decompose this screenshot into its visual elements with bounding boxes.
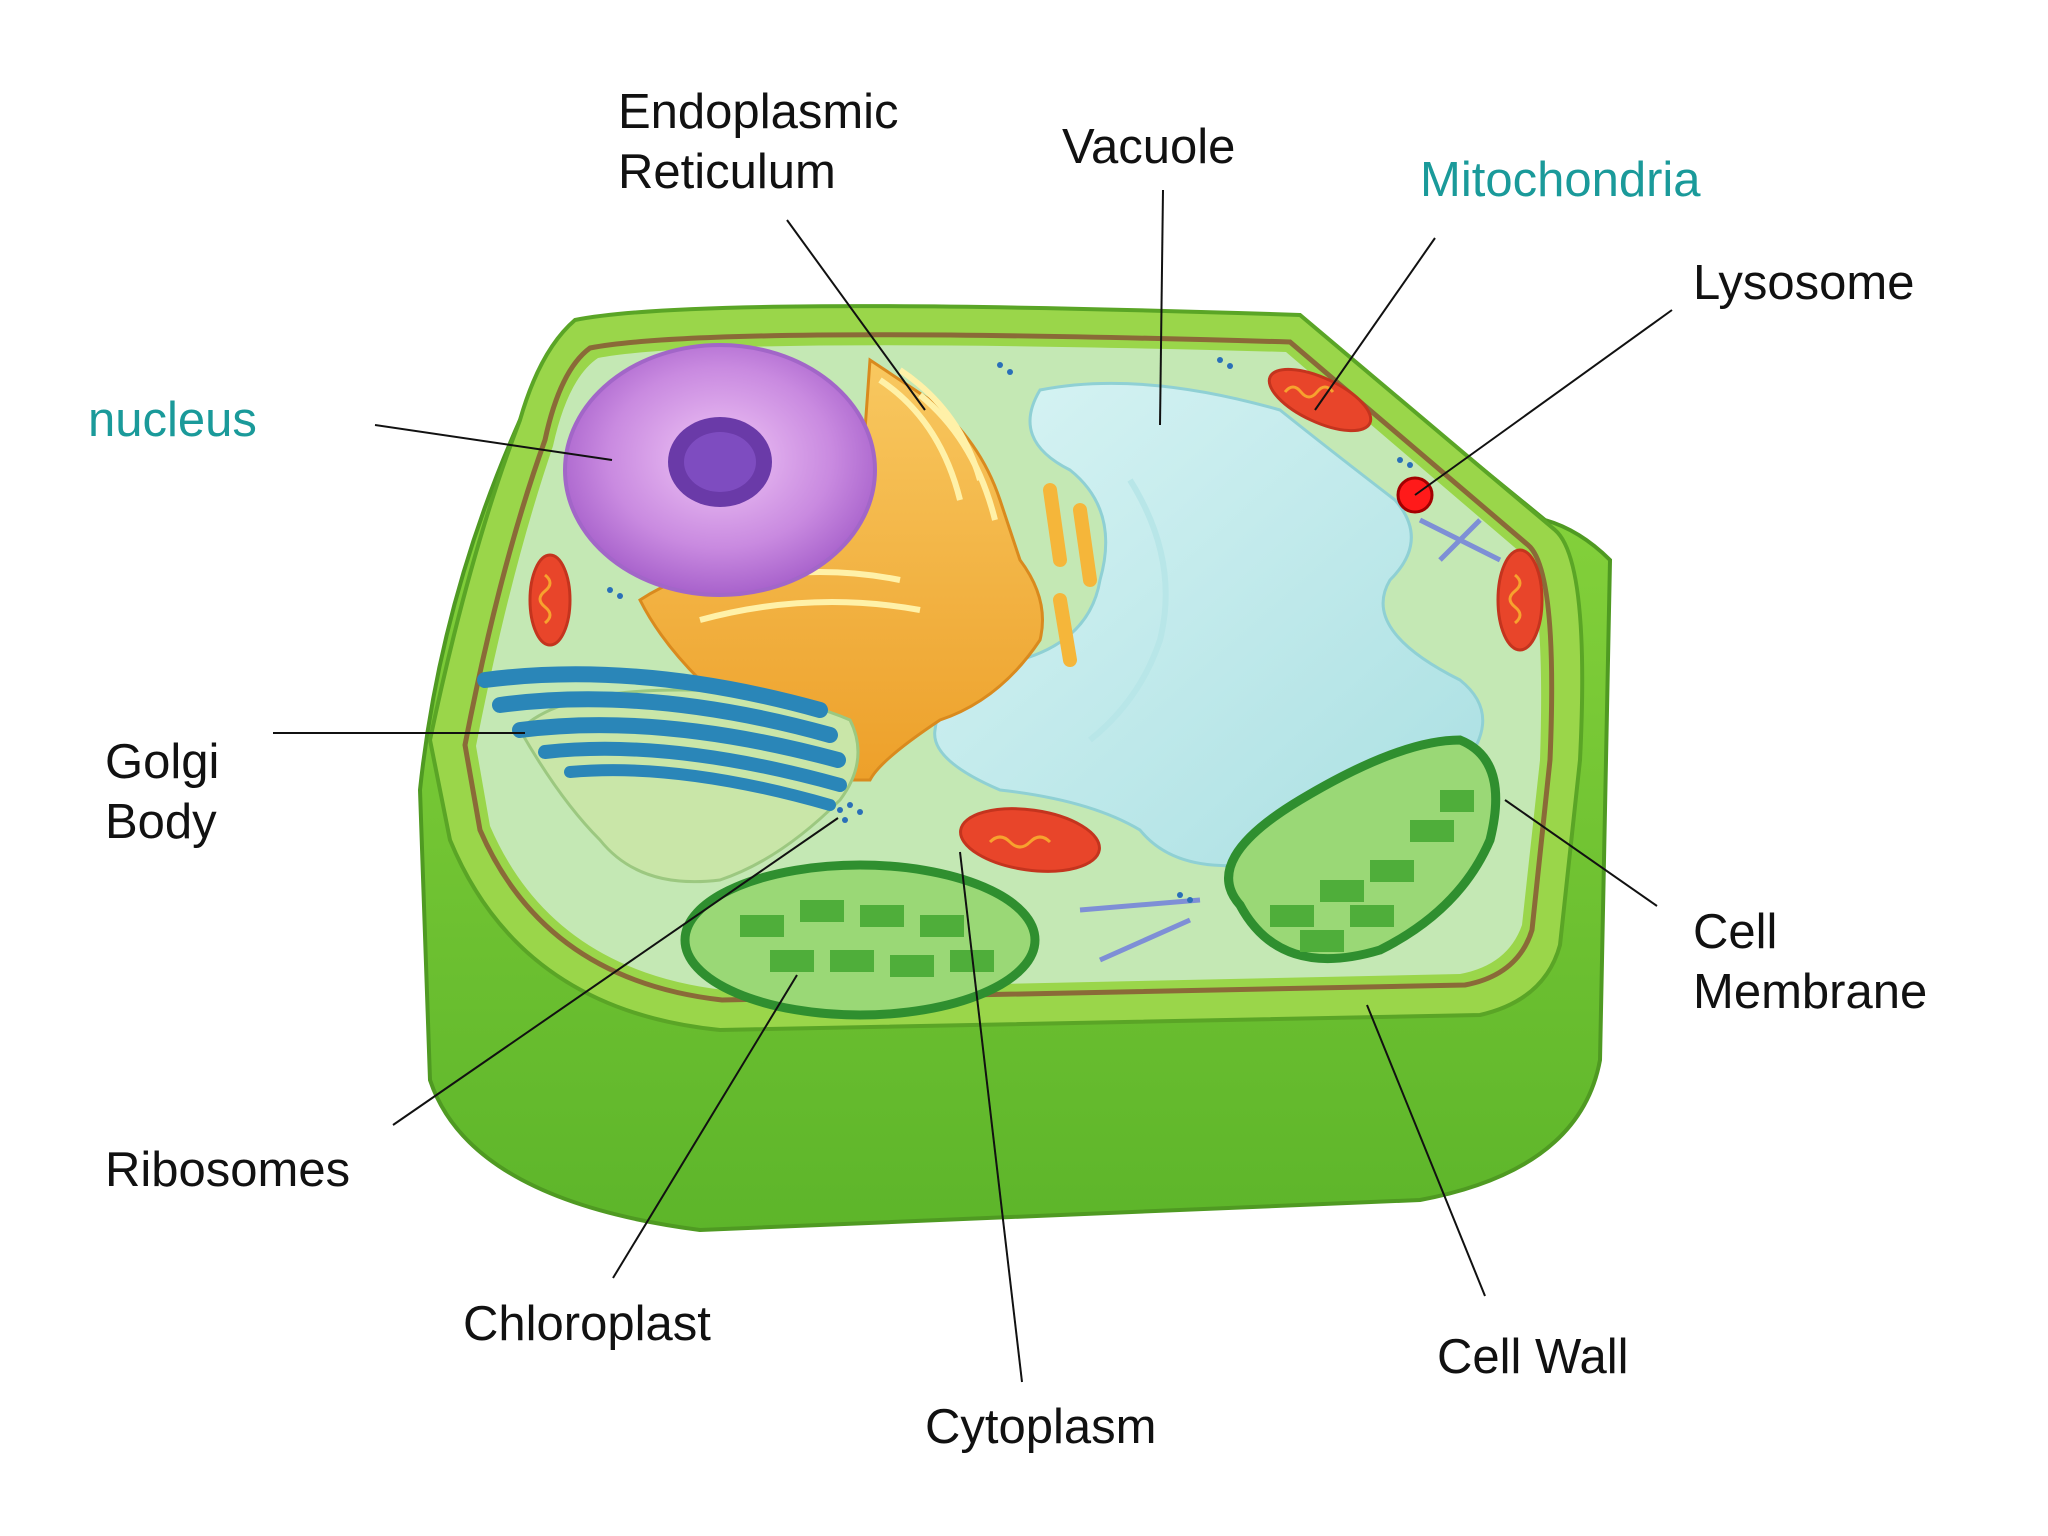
label-endoplasmic-reticulum-line1: Endoplasmic xyxy=(618,85,899,139)
label-endoplasmic-reticulum-line2: Reticulum xyxy=(618,145,836,199)
label-vacuole: Vacuole xyxy=(1062,120,1236,174)
leader-cytoplasm xyxy=(959,851,1023,1383)
label-endoplasmic-reticulum: Endoplasmic Reticulum xyxy=(618,82,899,202)
leader-ribosomes xyxy=(392,817,839,1126)
leader-cell-wall xyxy=(1366,1004,1486,1297)
label-cell-membrane: Cell Membrane xyxy=(1693,902,1927,1022)
leader-vacuole xyxy=(1159,189,1164,426)
leader-lines xyxy=(273,189,1673,1383)
label-ribosomes: Ribosomes xyxy=(105,1143,351,1197)
golgi-body-shape xyxy=(477,666,860,884)
label-cell-wall: Cell Wall xyxy=(1437,1330,1629,1384)
leader-lysosome xyxy=(1414,309,1673,496)
label-golgi-body-line1: Golgi xyxy=(105,735,220,789)
label-cell-membrane-line1: Cell xyxy=(1693,905,1778,959)
leader-cell-membrane xyxy=(1504,799,1658,907)
label-mitochondria: Mitochondria xyxy=(1420,153,1701,207)
leader-er xyxy=(786,219,926,411)
leader-chloroplast xyxy=(612,974,798,1279)
label-golgi-body: Golgi Body xyxy=(105,732,219,852)
label-chloroplast: Chloroplast xyxy=(463,1297,711,1351)
cell-membrane-outline xyxy=(462,332,1555,1003)
label-lysosome: Lysosome xyxy=(1693,256,1915,310)
label-cytoplasm: Cytoplasm xyxy=(925,1400,1157,1454)
label-nucleus: nucleus xyxy=(88,393,257,447)
label-golgi-body-line2: Body xyxy=(105,795,217,849)
leader-nucleus xyxy=(374,424,613,461)
label-cell-membrane-line2: Membrane xyxy=(1693,965,1928,1019)
nucleus-shape xyxy=(563,343,877,597)
cytoskeleton-strands xyxy=(1079,517,1502,963)
chloroplast-left-shape xyxy=(680,860,1040,1020)
chloroplast-right-shape xyxy=(1224,735,1501,964)
leader-mitochondria xyxy=(1314,237,1436,411)
ribosome-dots xyxy=(607,357,1413,903)
